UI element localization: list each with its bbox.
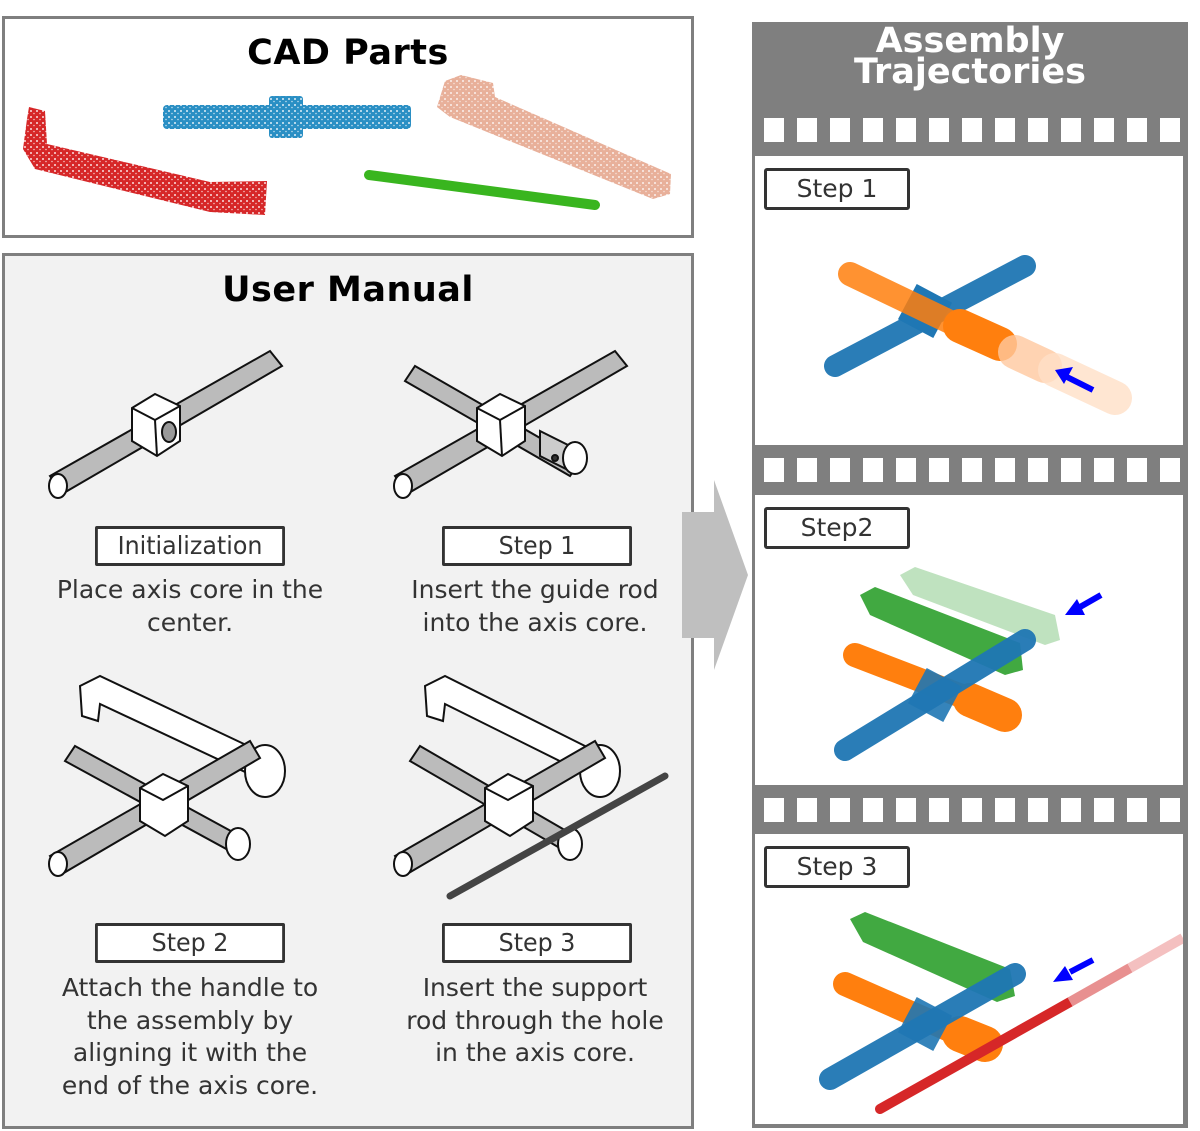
- cad-parts-illustration: [23, 75, 671, 215]
- step-label-1: Step 1: [442, 526, 632, 566]
- assembly-trajectories-panel: Assembly Trajectories Step 1: [752, 22, 1188, 1128]
- user-manual-title: User Manual: [222, 270, 474, 310]
- cad-parts-title: CAD Parts: [247, 33, 449, 73]
- film-sprocket-row: [764, 118, 1180, 142]
- trajectory-step-2-render: [834, 567, 1103, 761]
- trajectory-frame-step-3: Step 3: [755, 834, 1183, 1124]
- frame-label-step-1: Step 1: [764, 168, 910, 210]
- trajectory-step-1-render: [824, 255, 1132, 415]
- motion-arrow-icon: [1053, 957, 1095, 982]
- step-label-2: Step 2: [95, 923, 285, 963]
- film-sprocket-row: [764, 458, 1180, 482]
- guide-rod-inserted-illustration: [393, 349, 629, 499]
- cad-parts-panel: CAD Parts: [2, 16, 694, 238]
- cad-part-axis-core: [163, 96, 411, 138]
- trajectory-frame-step-1: Step 1: [755, 156, 1183, 445]
- cad-part-handle: [23, 107, 267, 215]
- step-description-3: Insert the support rod through the hole …: [406, 973, 664, 1067]
- assembly-trajectories-title: Assembly Trajectories: [854, 21, 1086, 92]
- trajectory-step-3-render: [819, 912, 1183, 1114]
- frame-label-step-2: Step2: [764, 507, 910, 549]
- film-sprocket-row: [764, 798, 1180, 822]
- motion-arrow-icon: [1055, 367, 1095, 393]
- user-manual-panel: User Manual Initialization Place axis co…: [2, 253, 694, 1129]
- right-arrow-icon: [682, 480, 748, 670]
- motion-arrow-icon: [1065, 592, 1103, 615]
- step-description-2: Attach the handle to the assembly by ali…: [61, 973, 319, 1100]
- cad-part-support-rod: [364, 170, 600, 210]
- step-label-3: Step 3: [442, 923, 632, 963]
- frame-label-step-3: Step 3: [764, 846, 910, 888]
- step-description-initialization: Place axis core in the center.: [56, 575, 324, 637]
- handle-attached-illustration: [48, 674, 286, 877]
- step-description-1: Insert the guide rod into the axis core.: [411, 575, 659, 637]
- step-label-initialization: Initialization: [95, 526, 285, 566]
- trajectory-frame-step-2: Step2: [755, 495, 1183, 785]
- axis-core-illustration: [48, 349, 284, 499]
- support-rod-inserted-illustration: [393, 674, 669, 900]
- cad-part-guide-rod: [437, 75, 671, 199]
